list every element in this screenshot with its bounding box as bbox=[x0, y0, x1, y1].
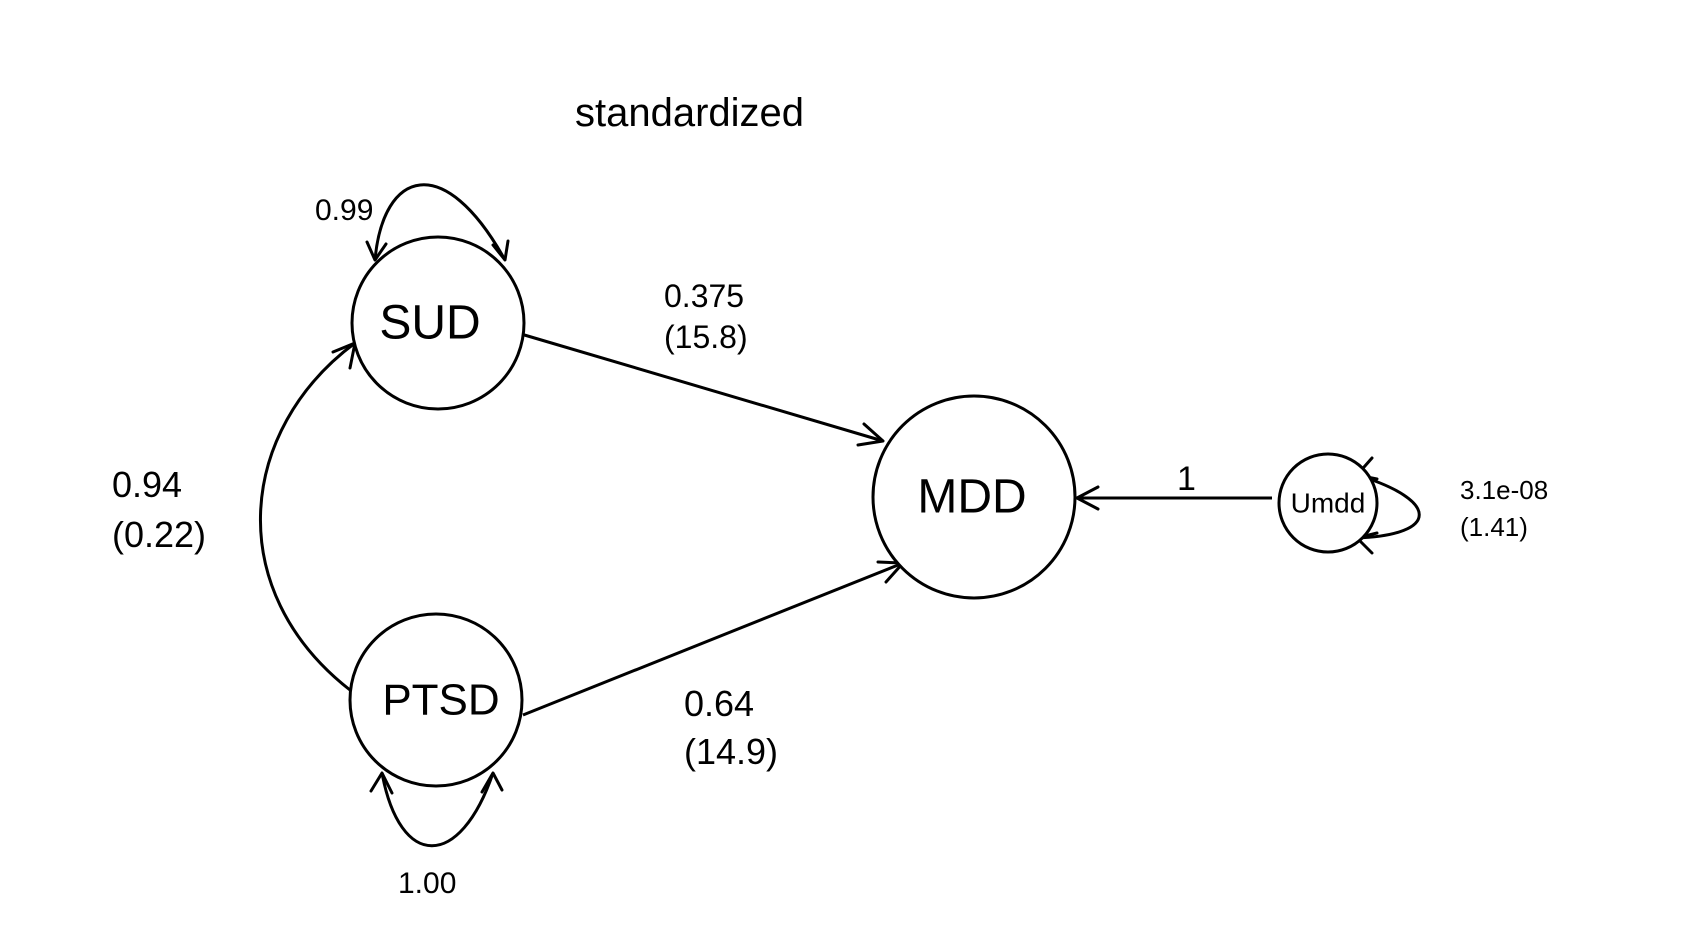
node-umdd bbox=[1277, 452, 1379, 554]
path-sud-mdd-estimate: 0.375 bbox=[664, 278, 744, 314]
variance-loop-ptsd bbox=[380, 772, 495, 847]
variance-ptsd-estimate: 1.00 bbox=[398, 867, 456, 900]
node-umdd-label: Umdd bbox=[1291, 488, 1366, 519]
edge-ptsd-to-sud bbox=[259, 341, 356, 692]
node-ptsd bbox=[348, 612, 524, 788]
node-mdd bbox=[871, 394, 1077, 600]
node-ptsd-label: PTSD bbox=[382, 676, 499, 725]
variance-umdd-estimate: 3.1e-08 bbox=[1460, 475, 1548, 505]
node-sud bbox=[350, 235, 526, 411]
path-ptsd-mdd-se: (14.9) bbox=[684, 731, 778, 772]
path-umdd-mdd-estimate: 1 bbox=[1177, 460, 1196, 498]
variance-umdd-se: (1.41) bbox=[1460, 512, 1528, 542]
variance-loop-sud-arrowhead-right bbox=[491, 239, 510, 262]
node-mdd-label: MDD bbox=[917, 471, 1026, 524]
edge-sud-to-mdd bbox=[520, 332, 884, 443]
variance-loop-umdd bbox=[1356, 473, 1421, 540]
diagram-title: standardized bbox=[575, 91, 804, 135]
variance-loop-ptsd-arrowhead-right bbox=[480, 771, 504, 794]
variance-loop-sud bbox=[373, 183, 507, 261]
edge-sud-to-mdd-arrowhead bbox=[856, 422, 885, 447]
edge-ptsd-to-mdd bbox=[522, 561, 904, 717]
path-ptsd-sud-se: (0.22) bbox=[112, 514, 206, 555]
variance-sud-estimate: 0.99 bbox=[315, 194, 373, 227]
variance-loop-sud-arrowhead-left bbox=[365, 240, 388, 262]
node-sud-label: SUD bbox=[379, 297, 480, 350]
path-sud-mdd-se: (15.8) bbox=[664, 319, 748, 355]
path-ptsd-sud-estimate: 0.94 bbox=[112, 464, 182, 505]
variance-loop-ptsd-arrowhead-left bbox=[369, 771, 394, 795]
path-ptsd-mdd-estimate: 0.64 bbox=[684, 683, 754, 724]
edge-umdd-to-mdd-arrowhead bbox=[1075, 485, 1100, 511]
